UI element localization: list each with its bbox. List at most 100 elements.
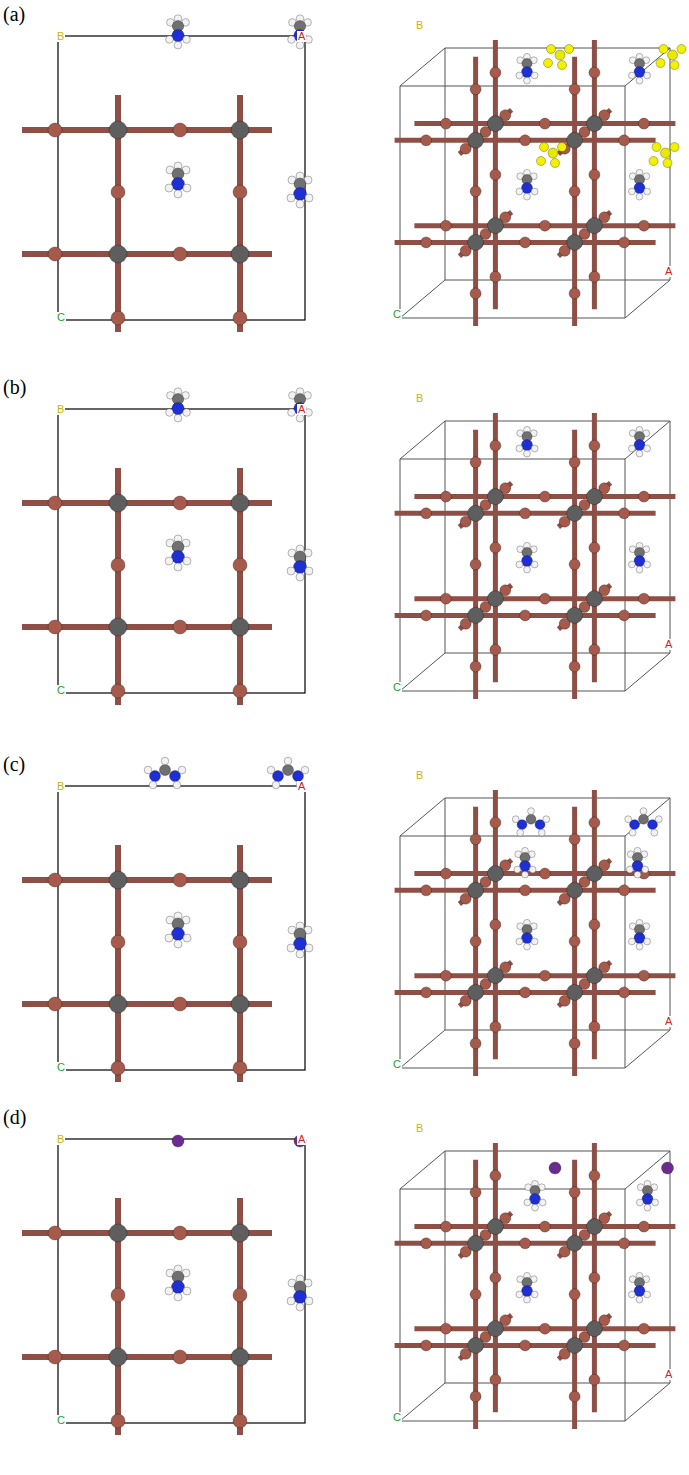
bromine-atom bbox=[619, 135, 630, 146]
fluorine-atom bbox=[677, 45, 686, 54]
bromine-atom bbox=[589, 1374, 600, 1385]
bromine-atom bbox=[470, 1038, 481, 1049]
unit-cell-edge bbox=[625, 86, 626, 318]
fluorinated-group bbox=[661, 148, 671, 158]
hydrogen-atom bbox=[296, 573, 304, 581]
unit-cell-edge bbox=[445, 653, 670, 654]
hydrogen-atom bbox=[636, 450, 643, 457]
bond-rod bbox=[459, 1213, 511, 1257]
hydrogen-atom bbox=[183, 36, 191, 44]
bromine-atom bbox=[421, 508, 432, 519]
bromine-atom bbox=[539, 593, 550, 604]
bromine-atom bbox=[470, 288, 481, 299]
bromine-atom bbox=[539, 1323, 550, 1334]
unit-cell-edge bbox=[625, 421, 670, 459]
axis-label: C bbox=[56, 1062, 66, 1073]
panel-label: (b) bbox=[3, 377, 26, 397]
bromine-atom bbox=[470, 936, 481, 947]
fluorine-atom bbox=[649, 157, 658, 166]
hydrogen-atom bbox=[636, 1199, 643, 1206]
bromine-atom bbox=[520, 508, 531, 519]
hydrogen-atom bbox=[287, 944, 295, 952]
nitrogen-atom bbox=[634, 933, 645, 944]
axis-label: A bbox=[297, 404, 306, 415]
hydrogen-atom bbox=[161, 757, 169, 765]
lead-atom bbox=[231, 1348, 249, 1366]
bromine-atom bbox=[490, 440, 501, 451]
hydrogen-atom bbox=[652, 1199, 659, 1206]
hydrogen-atom bbox=[532, 1204, 539, 1211]
bromine-atom bbox=[470, 559, 481, 570]
nitrogen-atom bbox=[294, 561, 307, 574]
bromine-atom bbox=[233, 1061, 247, 1075]
hydrogen-atom bbox=[644, 72, 651, 79]
nitrogen-atom bbox=[529, 1194, 540, 1205]
hydrogen-atom bbox=[522, 871, 529, 878]
fluorinated-group bbox=[668, 50, 678, 60]
bromine-atom bbox=[619, 610, 630, 621]
hydrogen-atom bbox=[543, 816, 550, 823]
bromine-atom bbox=[638, 118, 649, 129]
bromine-atom bbox=[421, 1340, 432, 1351]
hydrogen-atom bbox=[183, 934, 191, 942]
bromine-atom bbox=[589, 542, 600, 553]
bond-rod bbox=[459, 962, 511, 1006]
lead-atom bbox=[109, 121, 127, 139]
panel-label: (a) bbox=[3, 4, 25, 24]
bromine-atom bbox=[619, 1238, 630, 1249]
lead-atom bbox=[231, 618, 249, 636]
unit-cell-edge bbox=[445, 798, 670, 799]
bromine-atom bbox=[520, 610, 531, 621]
bromine-atom bbox=[111, 684, 125, 698]
bromine-atom bbox=[589, 1272, 600, 1283]
hydrogen-atom bbox=[272, 781, 280, 789]
nitrogen-atom bbox=[642, 1194, 653, 1205]
hydrogen-atom bbox=[531, 188, 538, 195]
iodine-atom bbox=[662, 1162, 674, 1174]
bromine-atom bbox=[440, 1323, 451, 1334]
nitrogen-atom bbox=[521, 556, 532, 567]
hydrogen-atom bbox=[287, 567, 295, 575]
hydrogen-atom bbox=[174, 563, 182, 571]
bromine-atom bbox=[589, 67, 600, 78]
bromine-atom bbox=[569, 661, 580, 672]
unit-cell-edge bbox=[670, 798, 671, 1030]
nitrogen-atom bbox=[634, 556, 645, 567]
hydrogen-atom bbox=[288, 36, 296, 44]
bromine-atom bbox=[619, 237, 630, 248]
bromine-atom bbox=[440, 970, 451, 981]
bromine-atom bbox=[470, 661, 481, 672]
unit-cell-edge bbox=[400, 653, 445, 691]
panel-label: (c) bbox=[3, 754, 25, 774]
hydrogen-atom bbox=[644, 1291, 651, 1298]
axis-label: A bbox=[297, 31, 306, 42]
hydrogen-atom bbox=[628, 561, 635, 568]
unit-cell-edge bbox=[400, 280, 445, 318]
iodine-atom bbox=[172, 1135, 184, 1147]
unit-cell-edge bbox=[625, 836, 626, 1068]
bromine-atom bbox=[539, 1221, 550, 1232]
unit-cell-edge bbox=[445, 1151, 670, 1152]
hydrogen-atom bbox=[174, 414, 182, 422]
unit-cell-frame bbox=[58, 786, 305, 1070]
hydrogen-atom bbox=[629, 829, 636, 836]
lead-atom bbox=[586, 591, 602, 607]
hydrogen-atom bbox=[531, 561, 538, 568]
bromine-atom bbox=[470, 1391, 481, 1402]
axis-label: A bbox=[664, 266, 673, 277]
bond-rod bbox=[459, 483, 511, 527]
unit-cell-frame bbox=[58, 409, 305, 693]
lead-atom bbox=[231, 121, 249, 139]
bromine-atom bbox=[619, 1340, 630, 1351]
nitrogen-atom bbox=[294, 30, 306, 42]
nitrogen-atom bbox=[172, 928, 185, 941]
bromine-atom bbox=[111, 1061, 125, 1075]
unit-cell-edge bbox=[400, 1421, 625, 1422]
hydrogen-atom bbox=[516, 561, 523, 568]
hydrogen-atom bbox=[305, 194, 313, 202]
hydrogen-atom bbox=[305, 567, 313, 575]
lead-atom bbox=[231, 871, 249, 889]
lead-atom bbox=[231, 245, 249, 263]
bromine-atom bbox=[470, 1289, 481, 1300]
bromine-atom bbox=[48, 123, 62, 137]
